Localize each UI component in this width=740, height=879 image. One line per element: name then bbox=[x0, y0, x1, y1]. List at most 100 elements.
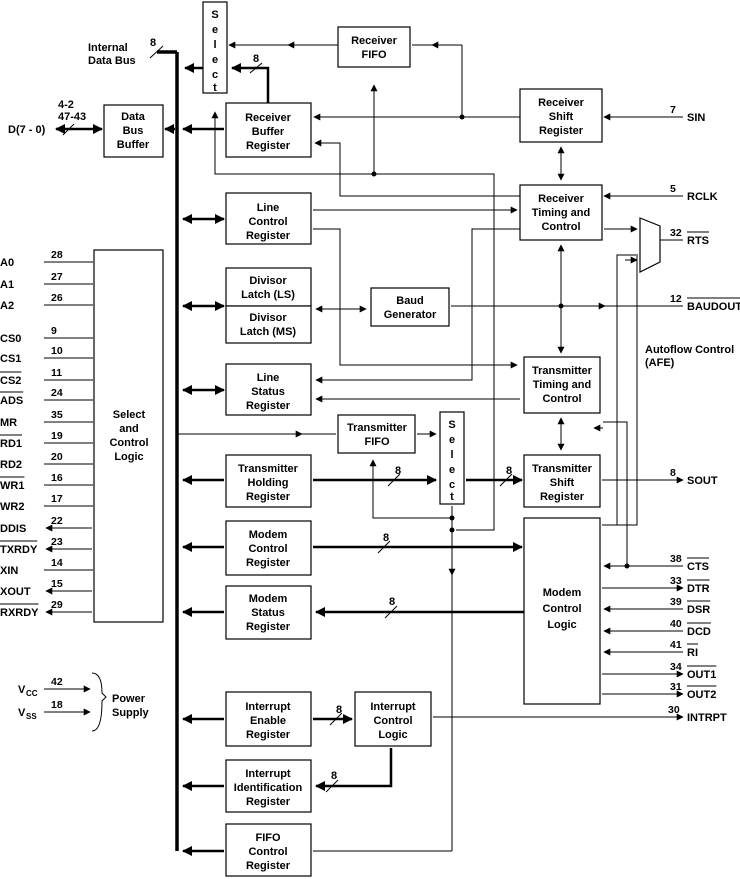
svg-text:OUT2: OUT2 bbox=[687, 689, 716, 701]
modem-control-logic-box bbox=[523, 517, 601, 705]
svg-text:Receiver: Receiver bbox=[538, 193, 585, 205]
select-mid-label: S e l e c t bbox=[448, 419, 455, 503]
svg-text:A2: A2 bbox=[0, 300, 14, 312]
svg-text:INTRPT: INTRPT bbox=[687, 712, 727, 724]
svg-text:Register: Register bbox=[246, 400, 291, 412]
svg-text:Baud: Baud bbox=[396, 295, 424, 307]
svg-text:Timing and: Timing and bbox=[533, 379, 591, 391]
svg-text:ADS: ADS bbox=[0, 395, 23, 407]
svg-text:CS1: CS1 bbox=[0, 353, 21, 365]
svg-text:14: 14 bbox=[51, 557, 63, 569]
svg-text:Logic: Logic bbox=[547, 619, 576, 631]
svg-text:RD1: RD1 bbox=[0, 438, 22, 450]
left-pin-a2: A2 26 bbox=[0, 292, 93, 312]
svg-text:Register: Register bbox=[539, 125, 584, 137]
svg-text:Control: Control bbox=[542, 393, 581, 405]
svg-text:47-43: 47-43 bbox=[58, 111, 86, 123]
svg-text:32: 32 bbox=[670, 227, 682, 239]
svg-text:l: l bbox=[213, 39, 216, 51]
svg-text:Register: Register bbox=[246, 860, 291, 872]
svg-text:DDIS: DDIS bbox=[0, 523, 26, 535]
line-control-register-box bbox=[225, 192, 312, 245]
svg-text:38: 38 bbox=[670, 553, 682, 565]
svg-text:t: t bbox=[450, 491, 454, 503]
transmitter-shift-register-box bbox=[523, 454, 601, 508]
svg-text:RD2: RD2 bbox=[0, 459, 22, 471]
svg-text:Control: Control bbox=[373, 715, 412, 727]
svg-text:Power: Power bbox=[112, 693, 146, 705]
svg-text:SIN: SIN bbox=[687, 112, 705, 124]
receiver-timing-control-box bbox=[519, 184, 603, 241]
svg-text:Receiver: Receiver bbox=[351, 35, 398, 47]
svg-text:26: 26 bbox=[51, 292, 63, 304]
transmitter-holding-register-box bbox=[225, 454, 312, 508]
svg-text:Modem: Modem bbox=[249, 593, 288, 605]
svg-text:Identification: Identification bbox=[234, 782, 303, 794]
svg-text:Transmitter: Transmitter bbox=[238, 463, 299, 475]
svg-text:Supply: Supply bbox=[112, 707, 150, 719]
svg-text:Interrupt: Interrupt bbox=[245, 768, 291, 780]
svg-text:Transmitter: Transmitter bbox=[532, 365, 593, 377]
svg-text:BAUDOUT: BAUDOUT bbox=[687, 301, 740, 313]
svg-text:Register: Register bbox=[246, 557, 291, 569]
svg-text:WR1: WR1 bbox=[0, 480, 24, 492]
svg-text:11: 11 bbox=[51, 367, 62, 379]
svg-text:5: 5 bbox=[670, 183, 676, 195]
svg-text:8: 8 bbox=[389, 596, 395, 608]
svg-text:Shift: Shift bbox=[549, 111, 574, 123]
svg-text:42: 42 bbox=[51, 676, 63, 688]
fifo-control-register-box bbox=[225, 823, 312, 877]
data-bus-pin-label: D(7 - 0) bbox=[8, 124, 46, 136]
svg-text:9: 9 bbox=[51, 325, 57, 337]
svg-text:Divisor: Divisor bbox=[249, 312, 287, 324]
svg-text:Modem: Modem bbox=[543, 587, 582, 599]
svg-text:Register: Register bbox=[540, 491, 585, 503]
svg-text:Status: Status bbox=[251, 607, 285, 619]
svg-text:Data: Data bbox=[121, 111, 146, 123]
transmitter-fifo-box bbox=[337, 414, 416, 454]
svg-text:FIFO: FIFO bbox=[361, 49, 386, 61]
svg-text:FIFO: FIFO bbox=[364, 436, 389, 448]
svg-text:RTS: RTS bbox=[687, 235, 709, 247]
svg-text:33: 33 bbox=[670, 575, 682, 587]
svg-text:24: 24 bbox=[51, 387, 63, 399]
svg-text:Receiver: Receiver bbox=[538, 97, 585, 109]
svg-text:8: 8 bbox=[670, 467, 676, 479]
svg-text:RXRDY: RXRDY bbox=[0, 607, 39, 619]
svg-text:RCLK: RCLK bbox=[687, 191, 718, 203]
svg-text:8: 8 bbox=[506, 465, 512, 477]
svg-text:8: 8 bbox=[150, 37, 156, 49]
svg-text:CC: CC bbox=[26, 689, 38, 698]
svg-text:Latch (MS): Latch (MS) bbox=[240, 326, 297, 338]
svg-text:Register: Register bbox=[246, 140, 291, 152]
svg-text:Select: Select bbox=[113, 409, 146, 421]
svg-text:SS: SS bbox=[26, 712, 37, 721]
internal-data-bus-label: Internal Data Bus bbox=[88, 42, 136, 67]
svg-text:V: V bbox=[18, 707, 26, 719]
svg-text:12: 12 bbox=[670, 293, 682, 305]
receiver-fifo-box bbox=[337, 26, 411, 68]
svg-text:Register: Register bbox=[246, 796, 291, 808]
receiver-buffer-register-box bbox=[225, 102, 312, 158]
svg-text:A1: A1 bbox=[0, 279, 14, 291]
svg-text:RI: RI bbox=[687, 647, 698, 659]
svg-text:e: e bbox=[212, 24, 218, 36]
